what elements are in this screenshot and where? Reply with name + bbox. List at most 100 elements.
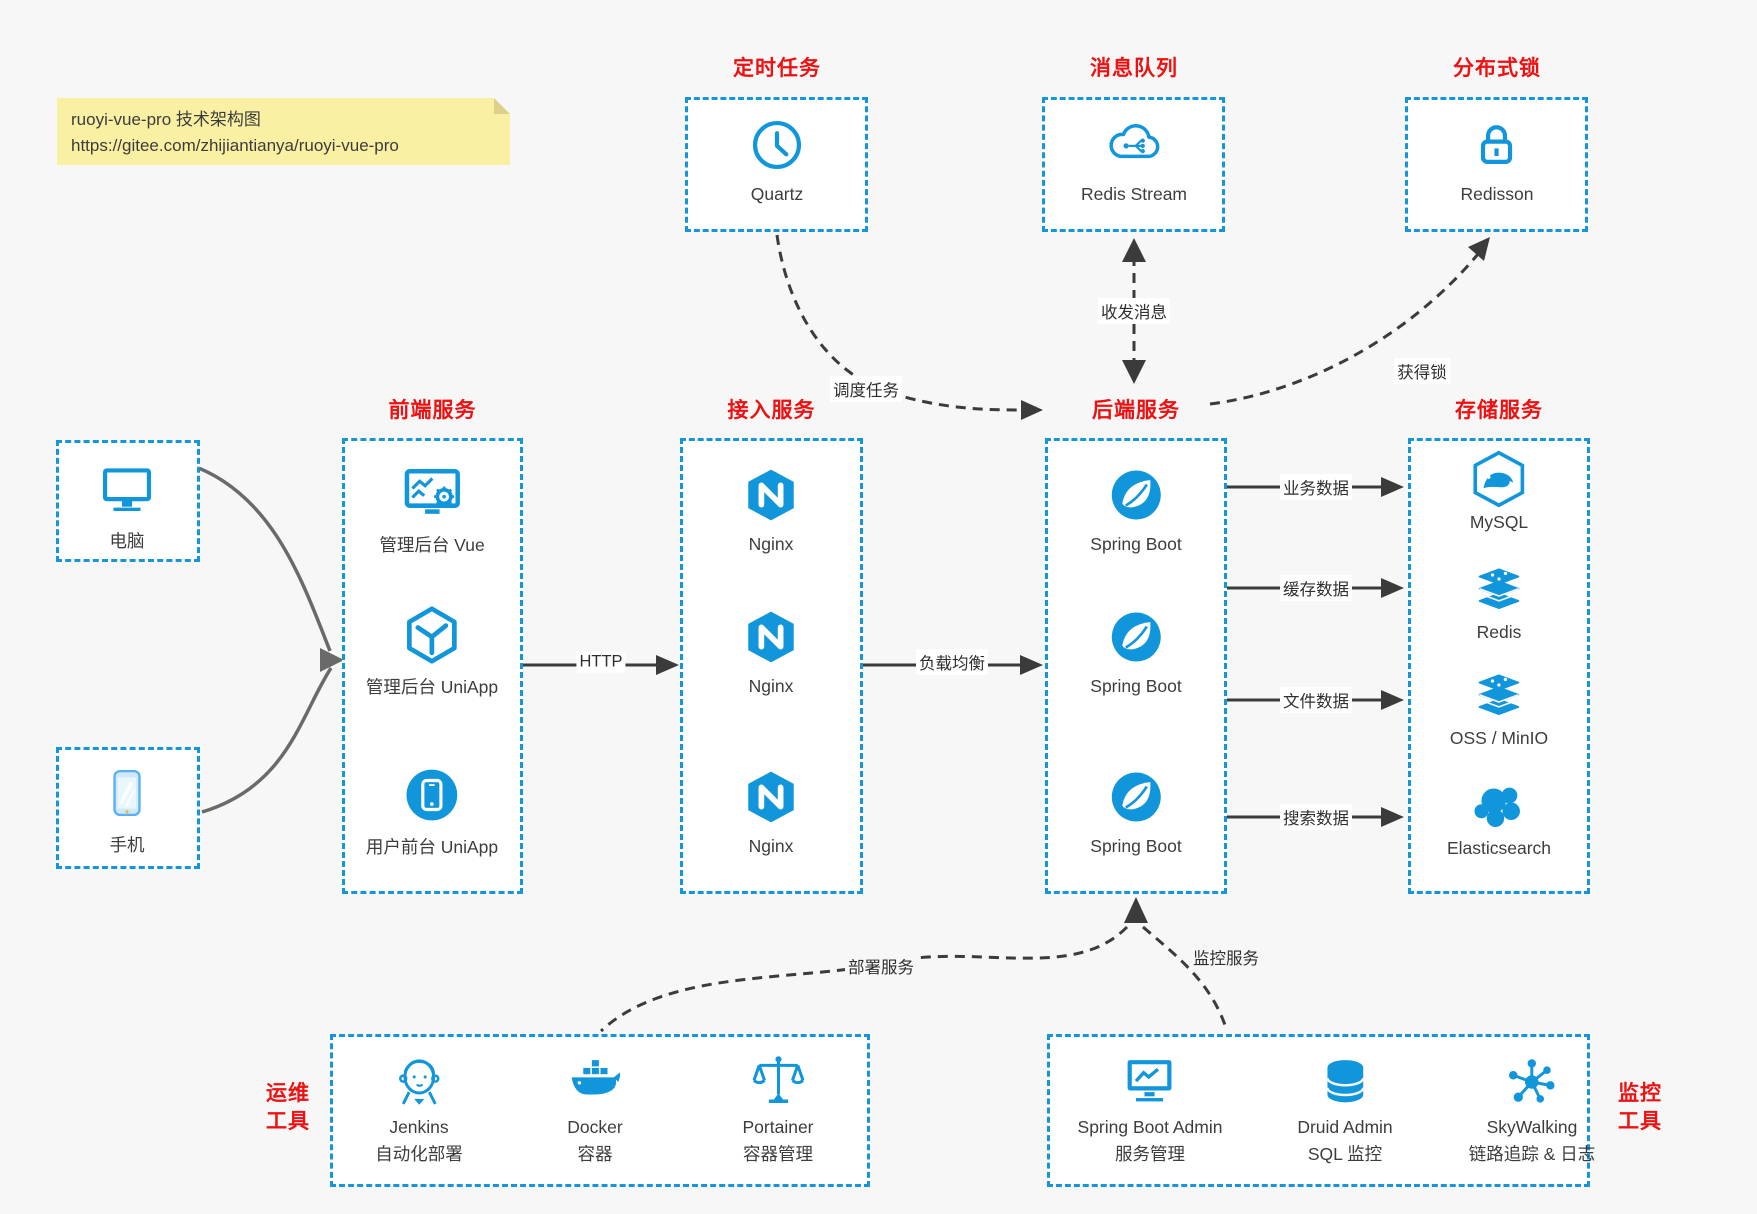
jenkins-icon: [375, 1052, 463, 1112]
skywalking-item: SkyWalking 链路追踪 & 日志: [1469, 1052, 1595, 1166]
mobile-label: 手机: [109, 835, 145, 855]
sticky-note: ruoyi-vue-pro 技术架构图 https://gitee.com/zh…: [57, 98, 510, 165]
redis-stream-item: Redis Stream: [1081, 114, 1187, 205]
pc-item: 电脑: [100, 458, 154, 553]
nginx-item-1: Nginx: [743, 464, 799, 555]
redisson-item: Redisson: [1460, 114, 1534, 205]
pc-to-frontend-edge: [187, 462, 332, 652]
mq-title: 消息队列: [1090, 57, 1178, 80]
admin-vue-label: 管理后台 Vue: [379, 535, 485, 555]
phone-icon: [102, 762, 152, 824]
redis-item: Redis: [1470, 566, 1528, 643]
spring-boot-item-3: Spring Boot: [1090, 766, 1182, 857]
redis-stack-icon: [1470, 566, 1528, 618]
nginx-item-2: Nginx: [743, 606, 799, 697]
monitor-chart-icon: [1078, 1052, 1223, 1112]
mobile-item: 手机: [102, 762, 152, 857]
lock-icon: [1461, 114, 1534, 176]
clock-icon: [750, 114, 804, 176]
admin-uniapp-item: 管理后台 UniApp: [366, 604, 498, 699]
druid-admin-desc: SQL 监控: [1307, 1144, 1383, 1164]
jenkins-label: Jenkins: [389, 1117, 449, 1137]
search-data-edge-label: 搜索数据: [1280, 804, 1352, 830]
spring-boot-label: Spring Boot: [1090, 836, 1182, 856]
scheduler-title: 定时任务: [733, 57, 821, 80]
nginx-label: Nginx: [748, 836, 794, 856]
docker-desc: 容器: [577, 1144, 613, 1164]
spring-boot-label: Spring Boot: [1090, 534, 1182, 554]
spring-boot-icon: [1090, 606, 1181, 668]
spring-boot-admin-label: Spring Boot Admin: [1077, 1117, 1223, 1137]
note-url: https://gitee.com/zhijiantianya/ruoyi-vu…: [71, 135, 399, 155]
client-edges: [187, 462, 333, 814]
scheduler-box: [685, 97, 868, 232]
cache-data-edge-label: 缓存数据: [1280, 575, 1352, 601]
database-cylinder-icon: [1297, 1052, 1392, 1112]
quartz-label: Quartz: [750, 184, 804, 204]
lock-title: 分布式锁: [1453, 57, 1541, 80]
portainer-item: Portainer 容器管理: [742, 1052, 814, 1166]
frontend-title: 前端服务: [388, 399, 477, 422]
mobile-app-icon: [366, 764, 498, 826]
spring-boot-item-1: Spring Boot: [1090, 464, 1182, 555]
admin-uniapp-label: 管理后台 UniApp: [365, 677, 499, 697]
nginx-icon: [743, 464, 799, 526]
monitor-edge: [1142, 925, 1229, 1032]
elasticsearch-cluster-icon: [1447, 778, 1551, 834]
business-data-edge-label: 业务数据: [1280, 474, 1352, 500]
skywalking-label: SkyWalking: [1486, 1117, 1578, 1137]
mysql-label: MySQL: [1469, 512, 1529, 532]
schedule-edge-label: 调度任务: [830, 376, 902, 402]
scales-icon: [742, 1052, 813, 1112]
user-uniapp-item: 用户前台 UniApp: [366, 764, 498, 859]
ops-title: 运维 工具: [266, 1082, 310, 1133]
note-title: ruoyi-vue-pro 技术架构图: [71, 110, 261, 129]
nginx-label: Nginx: [748, 534, 794, 554]
get-lock-edge: [1209, 253, 1480, 406]
mobile-to-frontend-edge: [201, 667, 333, 814]
docker-item: Docker 容器: [565, 1052, 625, 1166]
admin-vue-item: 管理后台 Vue: [379, 462, 485, 557]
monitoring-title: 监控 工具: [1618, 1082, 1662, 1133]
object-storage-stack-icon: [1450, 672, 1548, 724]
jenkins-desc: 自动化部署: [375, 1144, 463, 1164]
skywalking-desc: 链路追踪 & 日志: [1468, 1144, 1596, 1164]
pc-label: 电脑: [109, 531, 145, 551]
nginx-icon: [743, 766, 799, 828]
quartz-item: Quartz: [750, 114, 804, 205]
druid-admin-label: Druid Admin: [1297, 1117, 1393, 1137]
dashed-arrowheads: [1021, 237, 1490, 923]
get-lock-edge-label: 获得锁: [1394, 358, 1450, 384]
oss-minio-item: OSS / MinIO: [1450, 672, 1548, 749]
admin-dashboard-icon: [379, 462, 484, 524]
nginx-icon: [743, 606, 799, 668]
nginx-label: Nginx: [748, 676, 794, 696]
docker-whale-icon: [565, 1052, 625, 1112]
redisson-label: Redisson: [1460, 184, 1534, 204]
messaging-edge-label: 收发消息: [1098, 298, 1170, 324]
desktop-icon: [100, 458, 154, 520]
mysql-item: MySQL: [1470, 450, 1528, 533]
mq-box: [1042, 97, 1225, 232]
elasticsearch-item: Elasticsearch: [1447, 778, 1551, 859]
monitoring-box: [1047, 1034, 1590, 1187]
backend-title: 后端服务: [1092, 399, 1180, 422]
file-data-edge-label: 文件数据: [1280, 687, 1352, 713]
mysql-icon: [1470, 450, 1528, 508]
monitor-edge-label: 监控服务: [1190, 944, 1262, 970]
deploy-edge-label: 部署服务: [845, 953, 917, 979]
portainer-desc: 容器管理: [742, 1144, 813, 1164]
spring-boot-icon: [1090, 766, 1181, 828]
frontend-arrowhead: [320, 648, 344, 672]
oss-minio-label: OSS / MinIO: [1449, 728, 1549, 748]
redis-stream-label: Redis Stream: [1080, 184, 1188, 204]
uniapp-cube-icon: [366, 604, 498, 666]
docker-label: Docker: [567, 1117, 623, 1137]
solid-arrowheads: [656, 477, 1404, 827]
http-edge-label: HTTP: [576, 651, 626, 673]
redis-label: Redis: [1476, 622, 1522, 642]
network-nodes-icon: [1469, 1052, 1595, 1112]
elasticsearch-label: Elasticsearch: [1446, 838, 1552, 858]
